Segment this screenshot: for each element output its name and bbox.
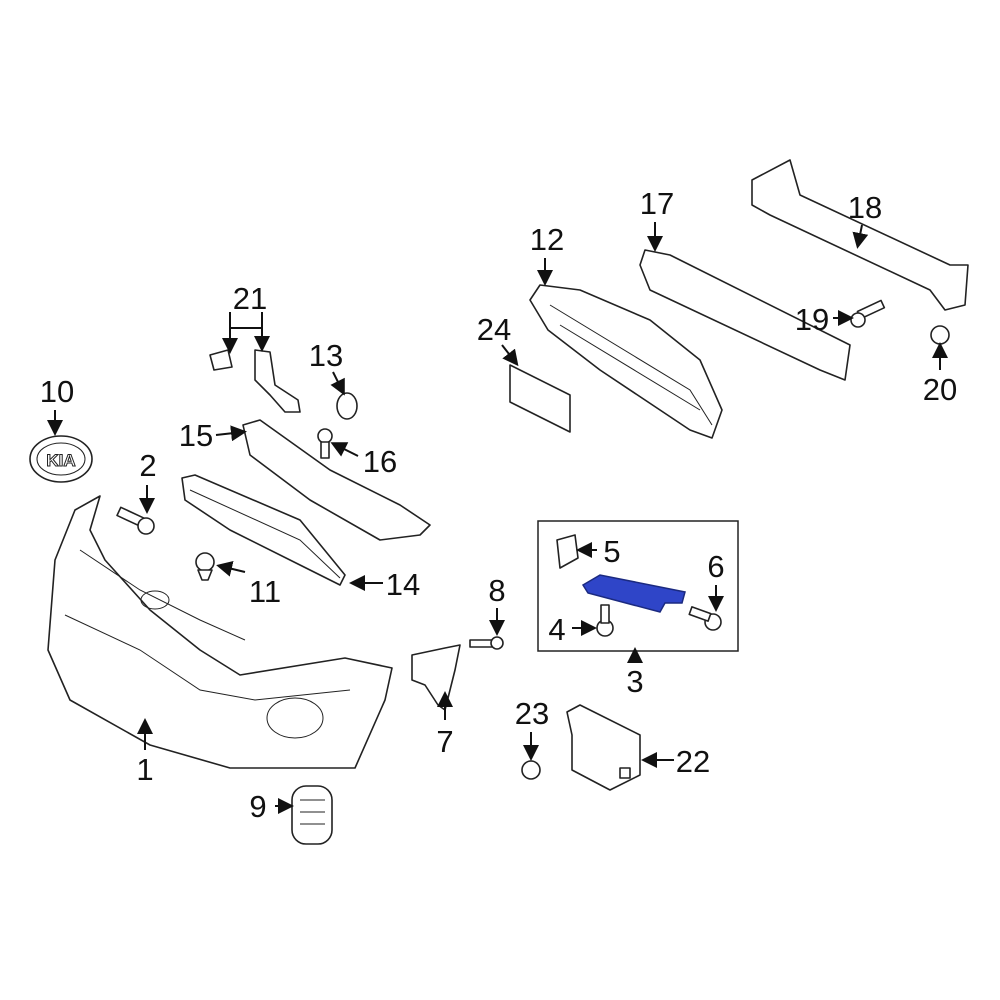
- part-2-bolt[interactable]: [116, 506, 155, 535]
- part-8-bolt[interactable]: [469, 636, 504, 650]
- part-23-nut[interactable]: [521, 760, 541, 780]
- label-12: 12: [530, 222, 564, 257]
- label-19: 19: [795, 302, 829, 337]
- part-16-bolt[interactable]: [317, 428, 333, 459]
- label-10: 10: [40, 374, 74, 409]
- part-17-energy-absorber[interactable]: [639, 249, 851, 381]
- label-21: 21: [233, 281, 267, 316]
- label-7: 7: [436, 724, 453, 759]
- leader-arrows: [47, 222, 948, 814]
- part-7-bracket[interactable]: [411, 644, 461, 711]
- part-5-retainer[interactable]: [556, 534, 579, 569]
- label-20: 20: [923, 372, 957, 407]
- label-18: 18: [848, 190, 882, 225]
- label-16: 16: [363, 444, 397, 479]
- part-15-absorber[interactable]: [242, 419, 431, 541]
- part-22-module[interactable]: [566, 704, 641, 791]
- label-9: 9: [249, 789, 266, 824]
- label-6: 6: [707, 549, 724, 584]
- label-15: 15: [179, 418, 213, 453]
- part-1-bumper-cover[interactable]: [47, 495, 393, 769]
- part-9-grille-insert[interactable]: [291, 785, 333, 845]
- part-12-grille[interactable]: [529, 284, 723, 439]
- label-17: 17: [640, 186, 674, 221]
- label-8: 8: [488, 573, 505, 608]
- part-24-plate-bracket[interactable]: [509, 364, 571, 433]
- callout-labels: 1 2 3 4 5 6 7 8 9 10 11 12 13 14 15 16 1…: [40, 186, 957, 824]
- part-20-nut[interactable]: [930, 325, 950, 345]
- label-23: 23: [515, 696, 549, 731]
- part-21-brackets[interactable]: [209, 349, 301, 413]
- label-1: 1: [136, 752, 153, 787]
- part-13-cap[interactable]: [336, 392, 358, 420]
- part-11-clip[interactable]: [195, 552, 215, 581]
- part-highlighted-bracket[interactable]: [581, 574, 686, 613]
- part-19-bolt[interactable]: [850, 299, 886, 328]
- label-24: 24: [477, 312, 511, 347]
- part-14-lower-grille[interactable]: [181, 474, 346, 586]
- label-14: 14: [386, 567, 420, 602]
- part-10-emblem[interactable]: KIA: [29, 435, 93, 483]
- label-2: 2: [139, 448, 156, 483]
- label-3: 3: [626, 664, 643, 699]
- label-11: 11: [249, 574, 281, 609]
- part-6-bolt[interactable]: [688, 606, 722, 631]
- part-4-bolt[interactable]: [596, 604, 614, 637]
- label-22: 22: [676, 744, 710, 779]
- kia-logo: KIA: [46, 451, 75, 470]
- label-13: 13: [309, 338, 343, 373]
- label-4: 4: [548, 612, 565, 647]
- label-5: 5: [603, 534, 620, 569]
